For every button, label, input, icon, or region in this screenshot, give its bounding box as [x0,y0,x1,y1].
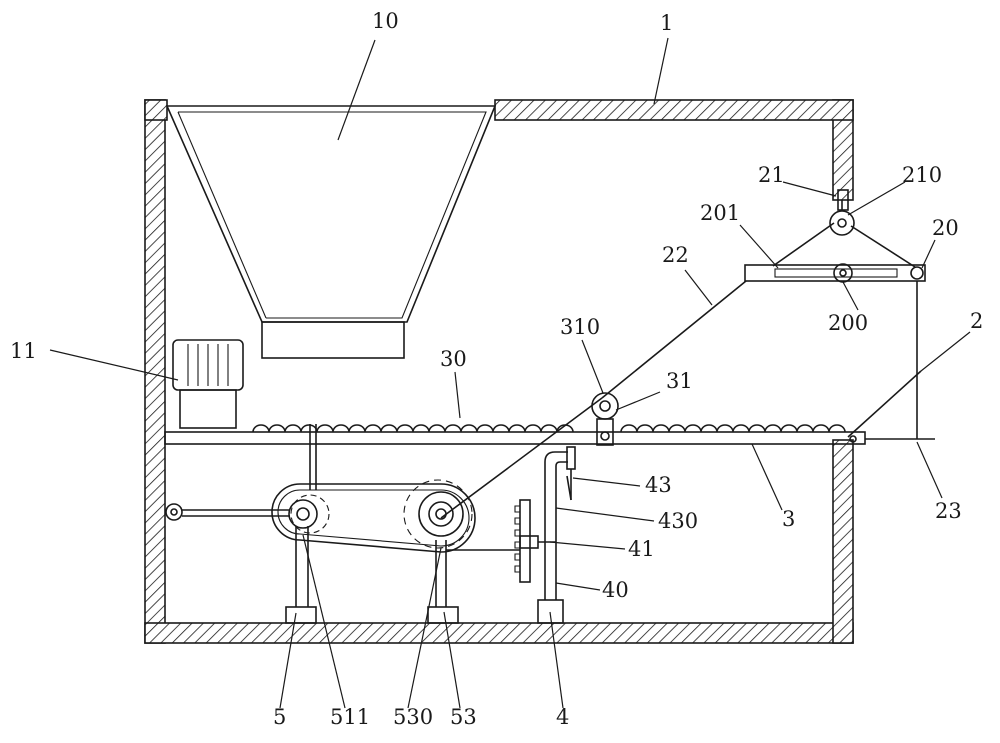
conveyor-rail [164,431,935,445]
label-30: 30 [440,347,467,371]
reference-labels: 10 1 21 210 201 20 22 200 2 11 310 30 31… [10,9,983,729]
hopper-outlet [261,321,405,359]
rack-41 [519,499,531,583]
base-53 [427,606,459,624]
housing-top-wall [494,99,854,121]
leader-lines [49,37,971,709]
label-201: 201 [700,201,740,225]
cutter-assembly [514,446,576,624]
label-310: 310 [560,315,600,339]
label-21: 21 [758,163,785,187]
pivot-200 [833,263,853,283]
label-430: 430 [658,509,698,533]
hopper [165,105,497,359]
housing-right-wall-lower [832,439,854,644]
label-5: 5 [273,705,286,729]
housing-top-left-corner [144,99,168,121]
label-1: 1 [660,11,673,35]
label-3: 3 [782,507,795,531]
label-4: 4 [556,705,569,729]
axle [165,503,290,521]
upper-mechanism [744,189,926,439]
base-4 [537,599,564,624]
label-23: 23 [935,499,962,523]
label-41: 41 [628,537,655,561]
roller-310 [591,392,619,446]
label-2: 2 [970,309,983,333]
label-40: 40 [602,578,629,602]
motor [172,339,244,429]
slide-arm-201 [744,264,926,282]
label-20: 20 [932,216,959,240]
label-10: 10 [372,9,399,33]
label-53: 53 [450,705,477,729]
housing-bottom-wall [144,622,854,644]
label-22: 22 [662,243,689,267]
label-43: 43 [645,473,672,497]
pulley-511 [288,499,318,529]
housing-left-wall [144,99,166,644]
base-5 [285,606,317,624]
label-31: 31 [666,369,693,393]
belt-drive [271,424,476,553]
label-11: 11 [10,339,37,363]
label-200: 200 [828,311,868,335]
bracket-21 [837,189,849,211]
label-511: 511 [330,705,370,729]
conveyor-rollers [252,424,846,433]
gear-530 [418,491,464,537]
housing [144,99,854,644]
label-210: 210 [902,163,942,187]
label-530: 530 [393,705,433,729]
